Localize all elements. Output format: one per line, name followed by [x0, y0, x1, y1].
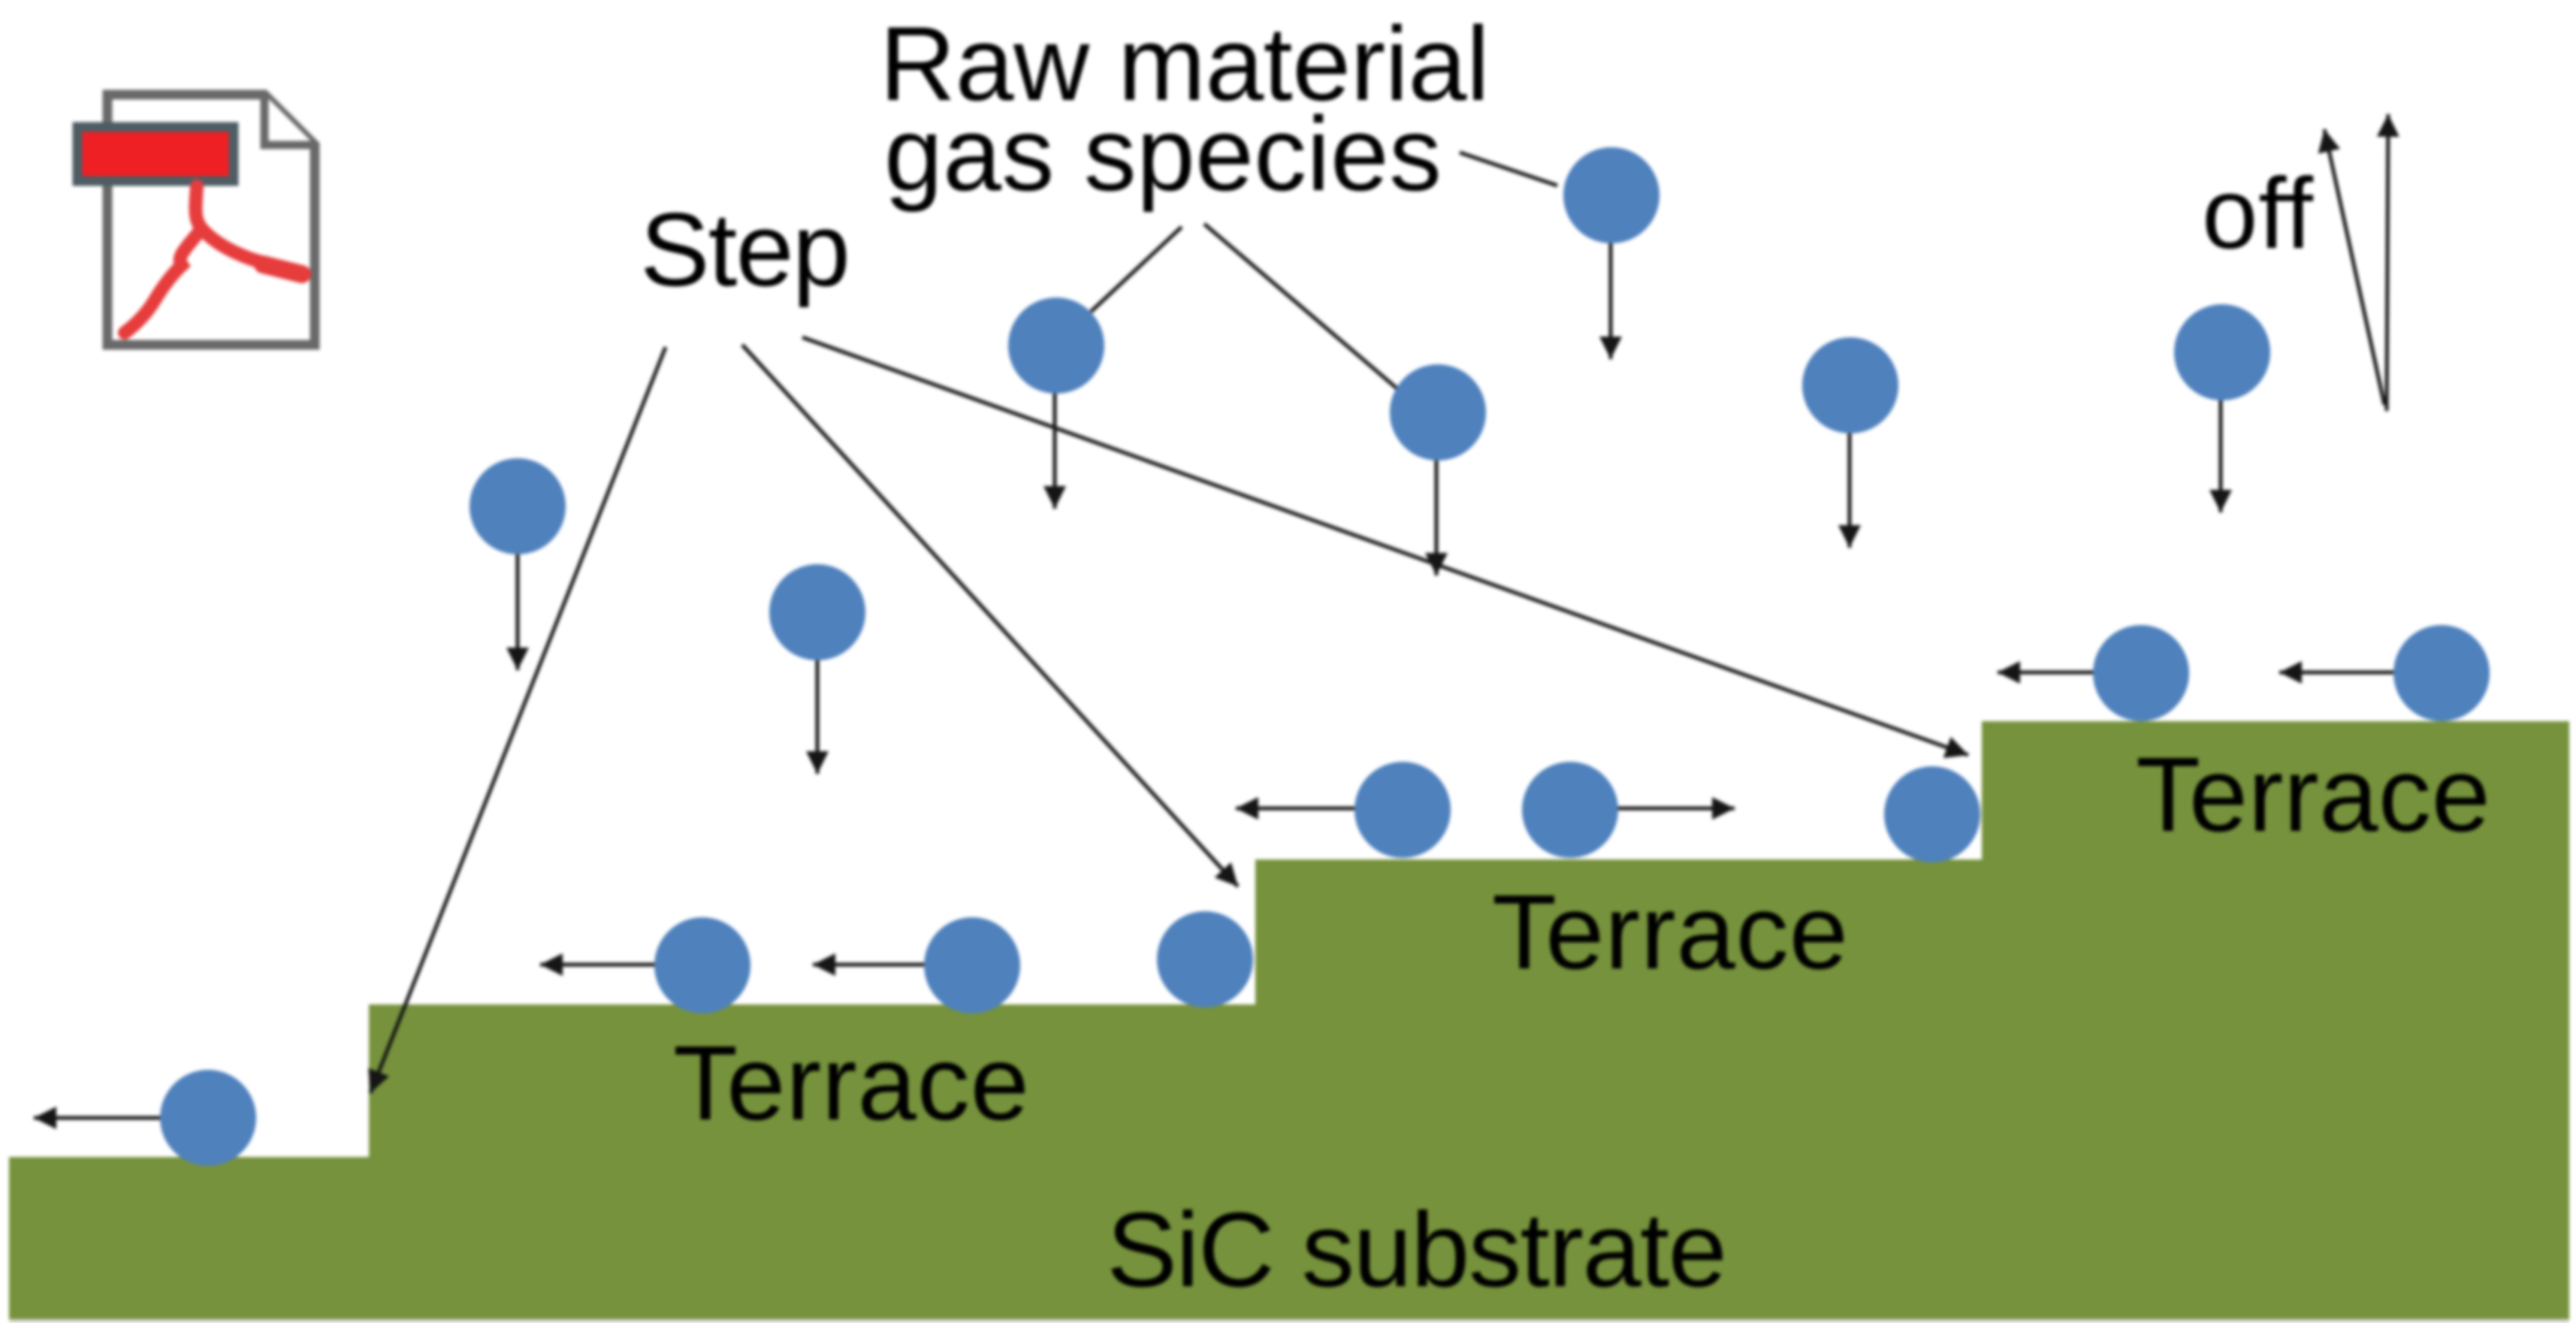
svg-text:Terrace: Terrace — [673, 1023, 1029, 1142]
svg-text:off: off — [2202, 158, 2314, 270]
svg-text:Terrace: Terrace — [1492, 872, 1848, 991]
svg-text:gas species: gas species — [884, 95, 1442, 213]
svg-text:Raw material: Raw material — [880, 5, 1490, 122]
svg-text:SiC substrate: SiC substrate — [1107, 1190, 1727, 1309]
svg-text:Terrace: Terrace — [2136, 735, 2490, 853]
svg-text:Step: Step — [640, 192, 850, 308]
